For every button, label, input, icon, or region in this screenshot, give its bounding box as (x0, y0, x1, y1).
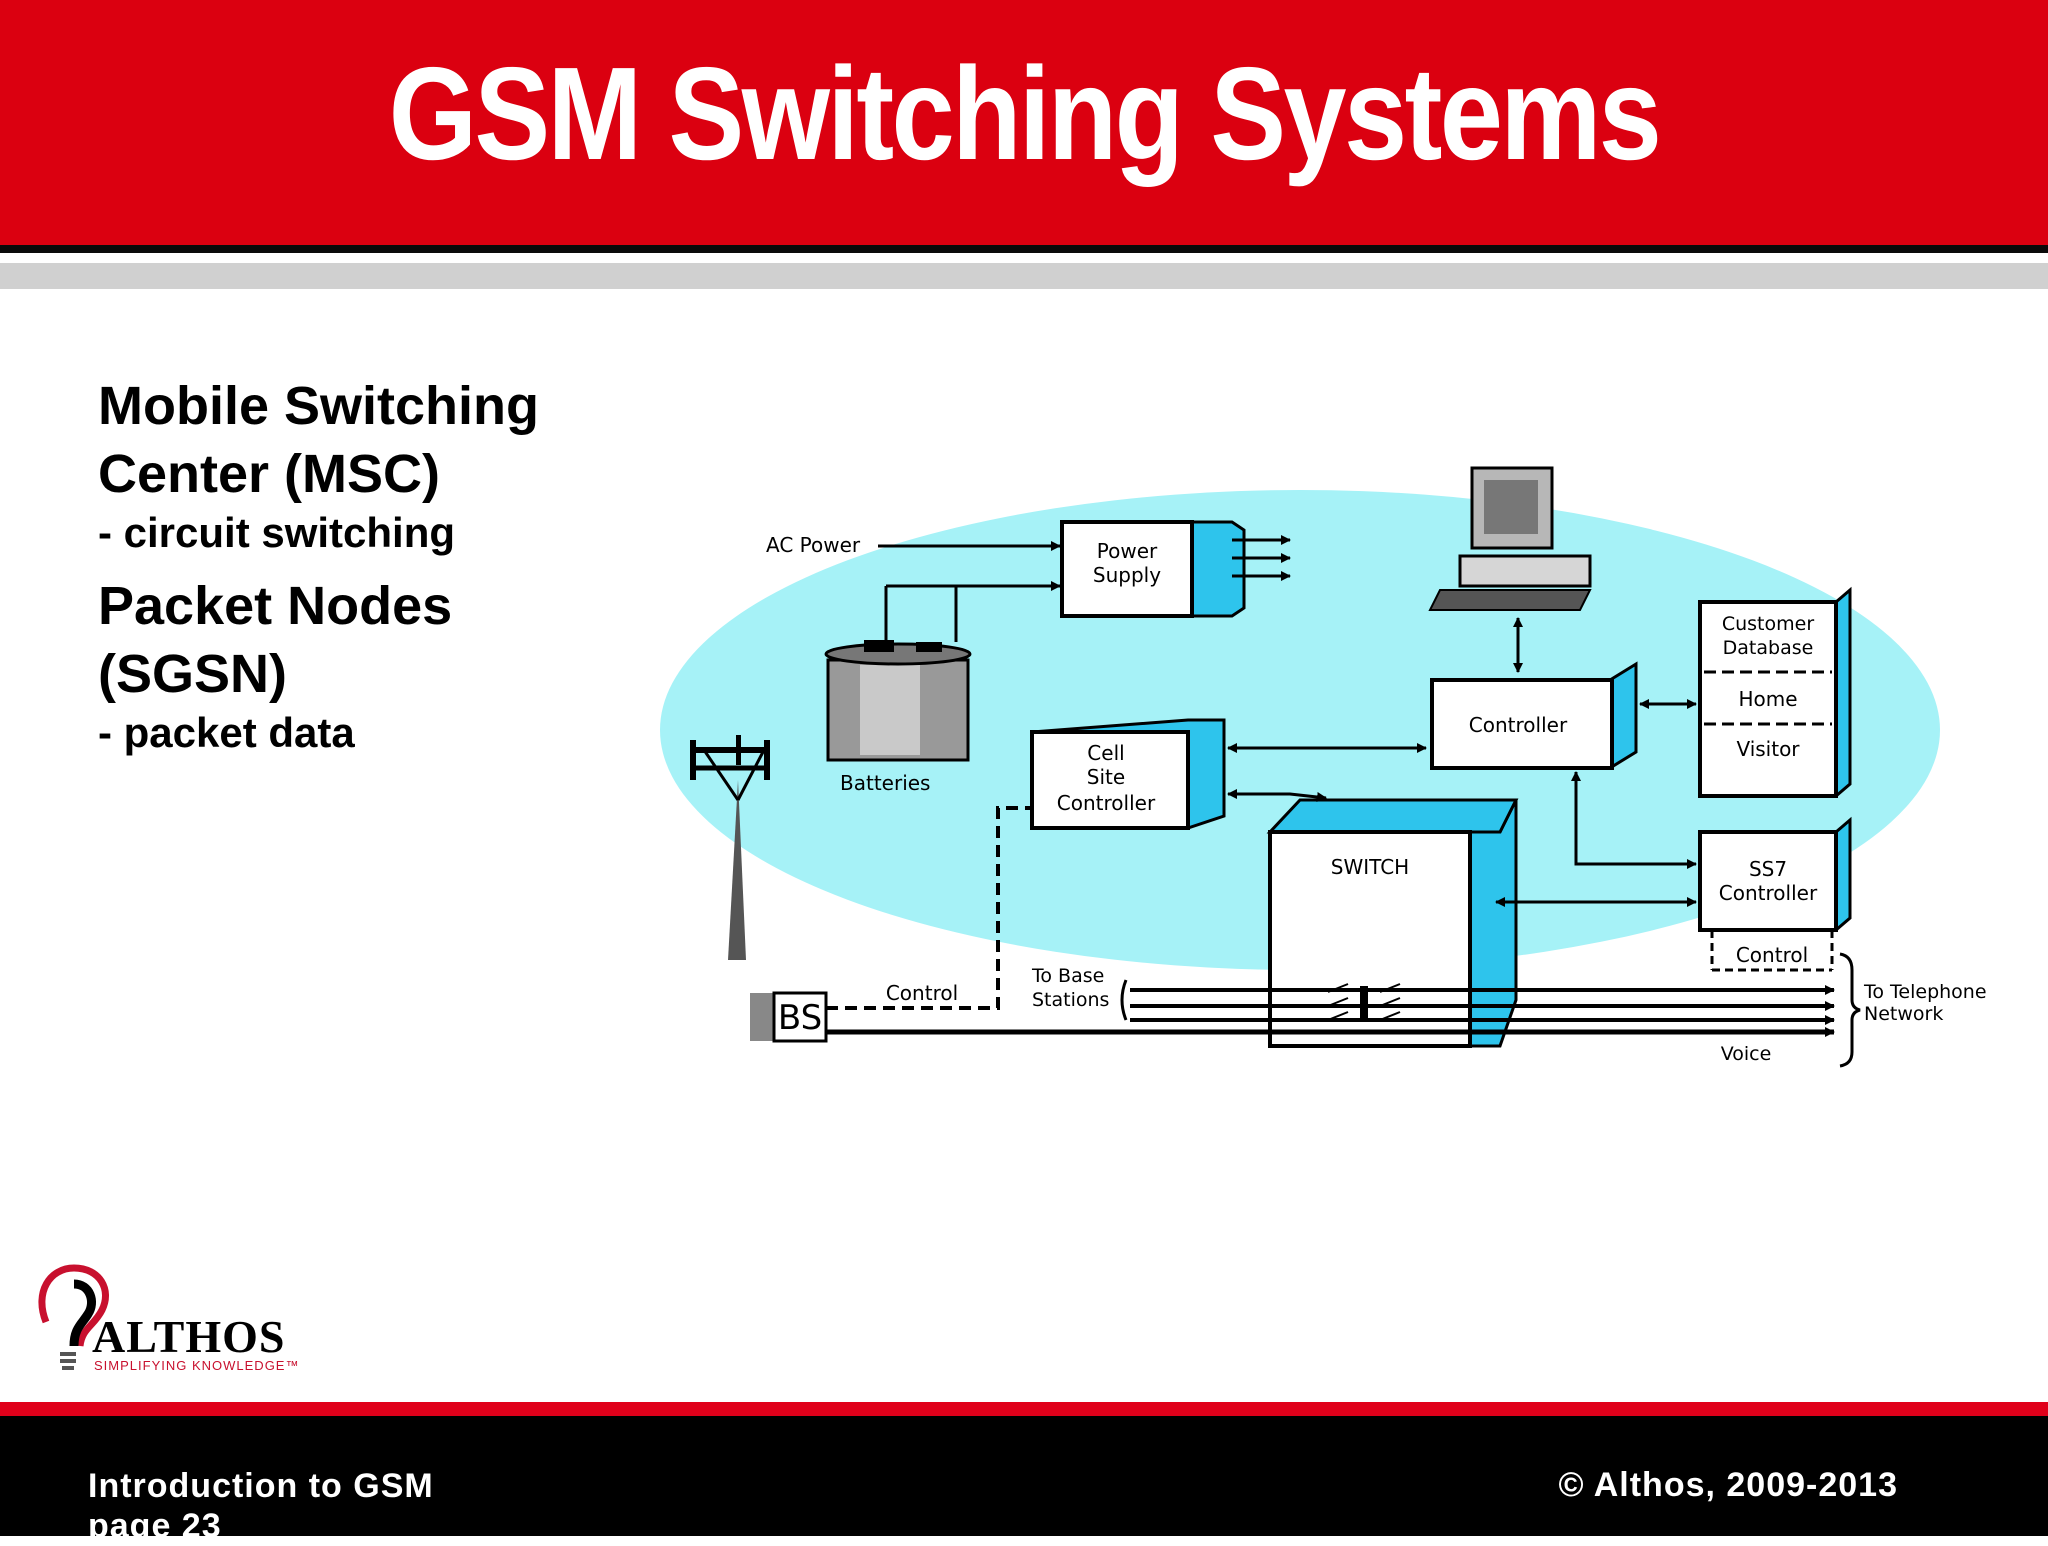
ss7-controller-box: SS7 Controller Control (1698, 816, 1852, 972)
title-bar: GSM Switching Systems (0, 0, 2048, 253)
bullet-sub-sgsn: - packet data (98, 709, 355, 756)
voice-label: Voice (1721, 1043, 1772, 1065)
base-station-box: BS (750, 991, 828, 1043)
controller-box: Controller (1430, 661, 1638, 770)
visitor-label: Visitor (1736, 737, 1800, 761)
customer-database-label-2: Database (1723, 637, 1814, 659)
cell-tower-icon (690, 735, 770, 960)
controller-label: Controller (1469, 713, 1568, 737)
battery-icon: Batteries (824, 581, 1061, 795)
bullet-list: Mobile Switching Center (MSC) - circuit … (98, 372, 618, 772)
bullet-heading-msc: Mobile Switching Center (MSC) (98, 376, 539, 504)
svg-text:SIMPLIFYING KNOWLEDGE™: SIMPLIFYING KNOWLEDGE™ (94, 1358, 299, 1373)
to-telephone-network-label-1: To Telephone (1863, 981, 1987, 1003)
bs-label: BS (778, 998, 822, 1038)
ss7-label-2: Controller (1719, 881, 1818, 905)
bs-control-label: Control (886, 981, 958, 1005)
althos-logo: ALTHOS SIMPLIFYING KNOWLEDGE™ (30, 1262, 360, 1382)
footer-course-title: Introduction to GSM (88, 1467, 434, 1505)
bullet-sub-msc: - circuit switching (98, 509, 456, 556)
ss7-label-1: SS7 (1749, 857, 1787, 881)
power-supply-label-2: Supply (1093, 563, 1161, 587)
home-label: Home (1738, 687, 1797, 711)
althos-logo-graphic: ALTHOS SIMPLIFYING KNOWLEDGE™ (38, 1264, 299, 1373)
to-base-stations-label-2: Stations (1032, 989, 1109, 1011)
computer-icon (1428, 466, 1592, 673)
ac-power-label: AC Power (766, 533, 861, 557)
to-telephone-network-label-2: Network (1864, 1003, 1943, 1025)
footer-page-number: page 23 (88, 1507, 222, 1545)
page-title: GSM Switching Systems (388, 40, 1662, 187)
cell-site-label-2: Site (1087, 765, 1125, 789)
switch-box: SWITCH (1266, 798, 1519, 1048)
batteries-label: Batteries (840, 771, 930, 795)
footer-red-stripe (0, 1402, 2048, 1416)
bullet-heading-sgsn: Packet Nodes (SGSN) (98, 576, 453, 704)
power-supply-label-1: Power (1097, 539, 1158, 563)
title-shadow-band (0, 263, 2048, 289)
cell-site-label-3: Controller (1057, 791, 1156, 815)
msc-diagram: BS AC Power Power Supply Batteries Cell … (660, 466, 1987, 1068)
customer-database-box: Customer Database Home Visitor (1698, 586, 1852, 798)
cell-site-label-1: Cell (1087, 741, 1124, 765)
cell-site-controller-box: Cell Site Controller (1030, 718, 1226, 830)
switch-label: SWITCH (1331, 855, 1409, 879)
to-base-stations-label-1: To Base (1031, 965, 1104, 987)
footer-left: Introduction to GSM page 23 (88, 1466, 434, 1546)
customer-database-label-1: Customer (1722, 613, 1814, 635)
footer-copyright: © Althos, 2009-2013 (1558, 1466, 1898, 1504)
power-supply-box: Power Supply (1060, 520, 1291, 618)
footer: Introduction to GSM page 23 © Althos, 20… (0, 1416, 2048, 1545)
ss7-control-label: Control (1736, 943, 1808, 967)
svg-text:ALTHOS: ALTHOS (92, 1311, 286, 1362)
